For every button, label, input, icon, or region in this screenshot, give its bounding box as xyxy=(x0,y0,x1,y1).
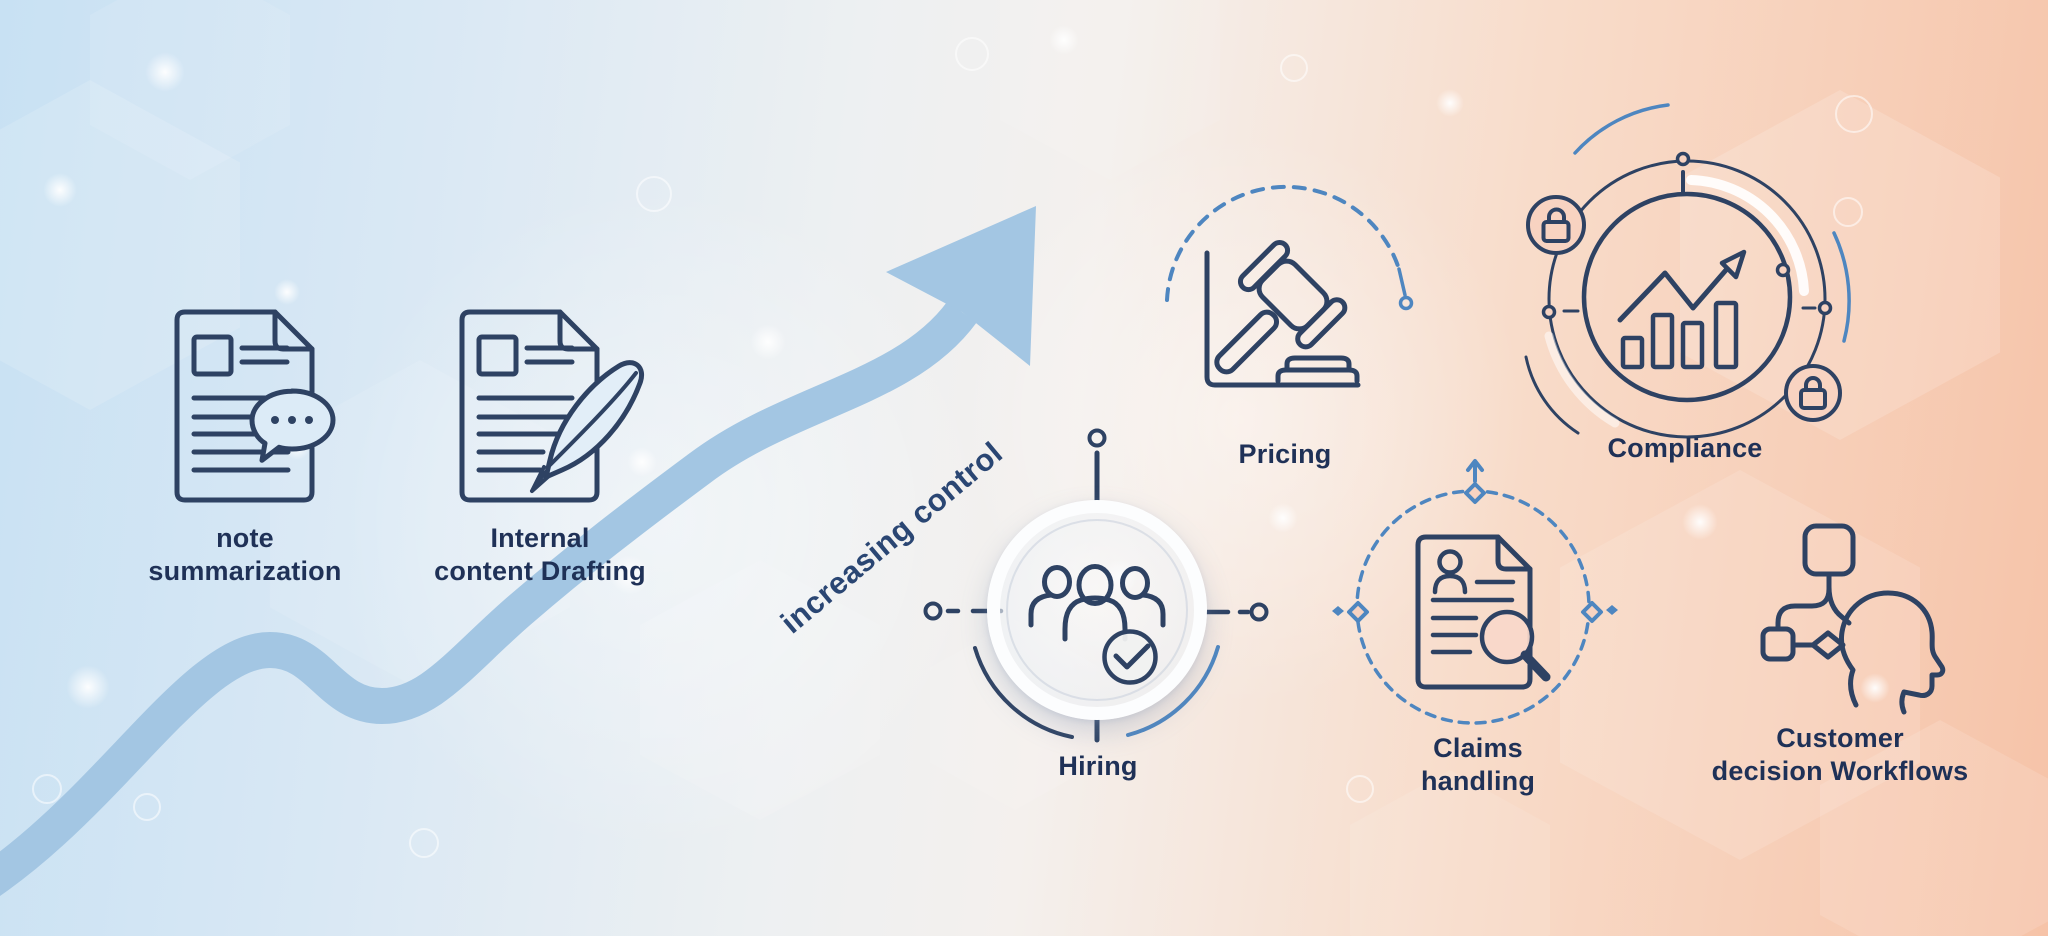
ring-decoration xyxy=(1346,775,1374,803)
label-line: handling xyxy=(1420,766,1536,797)
item-label-hiring: Hiring xyxy=(998,750,1198,783)
claim-document-magnifier-icon xyxy=(1332,459,1618,725)
workflow-head-icon xyxy=(1760,523,1946,715)
head-profile-icon xyxy=(1839,590,1946,715)
glow-dot xyxy=(750,324,786,360)
bar-chart-trend-icon xyxy=(1617,249,1747,370)
glow-dot xyxy=(1049,25,1079,55)
glow-dot xyxy=(66,665,110,709)
radial-ticks-decoration xyxy=(923,428,1269,743)
glow-dot xyxy=(1268,503,1298,533)
ring-decoration xyxy=(133,793,161,821)
ring-decoration xyxy=(1833,197,1863,227)
label-line: Compliance xyxy=(1607,433,1763,463)
ring-decoration xyxy=(1835,95,1873,133)
gavel-icon xyxy=(1165,184,1414,388)
glow-dot xyxy=(274,279,300,305)
arrowhead xyxy=(886,206,1036,366)
ring-decoration xyxy=(32,774,62,804)
glow-dot xyxy=(627,447,657,477)
label-line: Internal xyxy=(490,523,590,553)
item-label-pricing: Pricing xyxy=(1185,438,1385,471)
glow-dot xyxy=(1682,504,1718,540)
item-label-compliance: Compliance xyxy=(1565,432,1805,465)
team-check-icon xyxy=(1028,564,1166,685)
label-line: Customer xyxy=(1776,723,1904,753)
magnifier-icon xyxy=(1479,609,1551,682)
glow-dot xyxy=(145,52,185,92)
document-quill-icon xyxy=(459,309,644,503)
lock-icon xyxy=(1526,195,1586,255)
glow-dot xyxy=(610,555,650,595)
item-label-note-summarization: note summarization xyxy=(115,522,375,589)
up-arrow-icon xyxy=(1466,459,1484,483)
label-line: Pricing xyxy=(1238,439,1332,469)
label-line: decision Workflows xyxy=(1711,756,1969,787)
label-line: Claims xyxy=(1433,733,1523,763)
growth-chart-locks-icon xyxy=(1524,103,1851,439)
speech-bubble-icon xyxy=(249,388,336,463)
item-label-claims-handling: Claims handling xyxy=(1378,732,1578,799)
ring-decoration xyxy=(1280,54,1308,82)
check-circle-icon xyxy=(1102,629,1158,685)
hiring-circle-inner xyxy=(1006,519,1188,701)
ring-decoration xyxy=(409,828,439,858)
ring-decoration xyxy=(955,37,989,71)
glow-dot xyxy=(1436,89,1464,117)
quill-icon xyxy=(530,360,644,493)
arrow-shaft xyxy=(0,300,977,896)
ring-decoration xyxy=(636,176,672,212)
glow-dot xyxy=(1860,673,1890,703)
glow-dot xyxy=(43,173,77,207)
label-line: content Drafting xyxy=(434,556,646,587)
item-label-customer-decision-workflows: Customer decision Workflows xyxy=(1690,722,1990,789)
label-line: note xyxy=(216,523,274,553)
lock-icon xyxy=(1784,364,1842,422)
dashed-arc xyxy=(1165,184,1401,302)
document-chat-icon xyxy=(174,309,336,503)
label-line: Hiring xyxy=(1058,751,1138,781)
item-label-internal-content-drafting: Internal content Drafting xyxy=(410,522,670,589)
label-line: summarization xyxy=(148,556,342,587)
